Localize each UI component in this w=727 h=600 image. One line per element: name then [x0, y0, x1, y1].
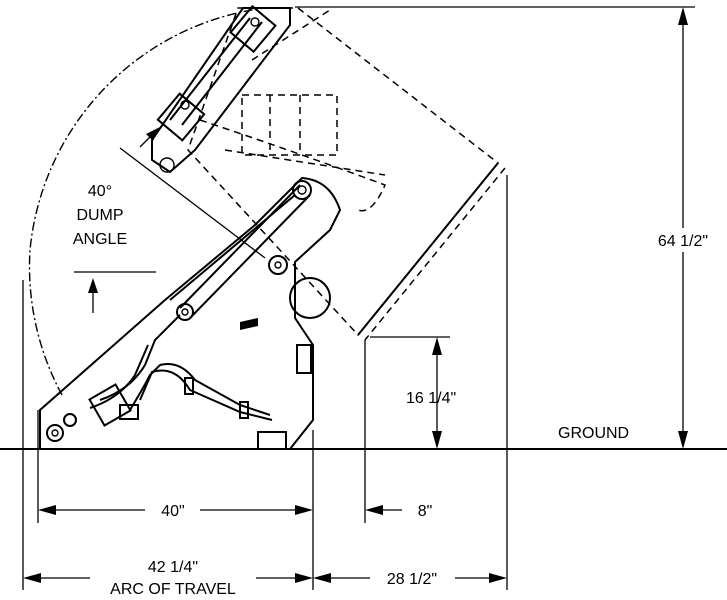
dump-angle-value: 40°: [88, 183, 112, 200]
loader-frame: [39, 176, 342, 450]
arc-of-travel: [28, 7, 266, 396]
reach-40-label: 40": [161, 503, 184, 520]
dump-angle-line2: ANGLE: [73, 231, 127, 248]
reach-8-label: 8": [418, 503, 433, 520]
loader-arm: [151, 4, 291, 174]
reach-28-label: 28 1/2": [387, 571, 437, 588]
lift-cylinder: [169, 180, 312, 321]
dimension-arc-travel: 42 1/4" ARC OF TRAVEL: [23, 559, 313, 598]
dimension-reach-28: 28 1/2": [313, 571, 507, 588]
dimension-height-clearance: 16 1/4": [370, 336, 456, 449]
hydraulic-hoses: [88, 314, 273, 427]
height-clearance-label: 16 1/4": [406, 390, 456, 407]
dimension-height-total: 64 1/2": [295, 6, 727, 449]
dump-angle-line1: DUMP: [76, 207, 123, 224]
height-total-label: 64 1/2": [658, 233, 708, 250]
ground-label: GROUND: [558, 425, 629, 442]
bucket-outline: [187, 7, 506, 341]
arc-travel-label: ARC OF TRAVEL: [110, 581, 236, 598]
dimension-reach-40: 40": [38, 503, 313, 520]
dimension-reach-8: 8": [365, 503, 432, 520]
arc-value-label: 42 1/4": [148, 559, 198, 576]
dump-angle-annotation: 40° DUMP ANGLE: [73, 127, 266, 313]
